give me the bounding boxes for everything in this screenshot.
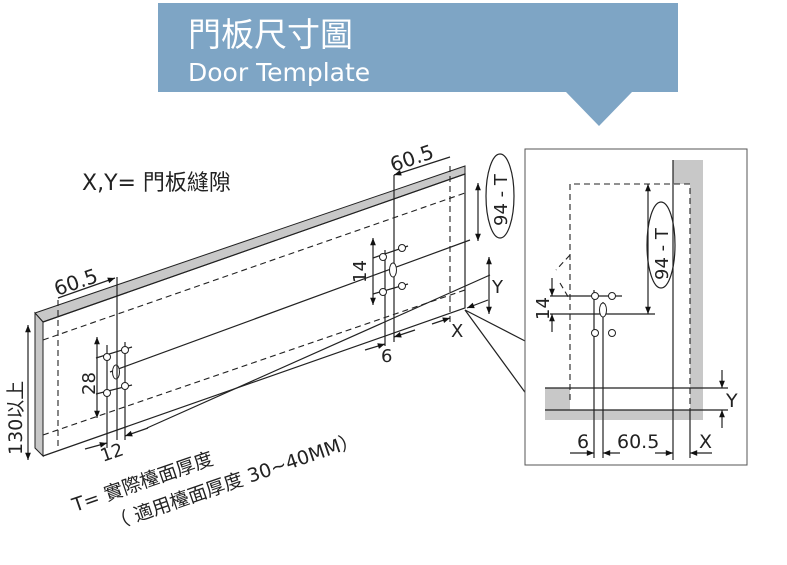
detail-view bbox=[524, 148, 748, 466]
detail-dim-gap-x: X bbox=[699, 431, 712, 453]
dim-gap-y: Y bbox=[491, 277, 504, 298]
dim-hole-v-right: 14 bbox=[350, 260, 371, 283]
banner-title-en: Door Template bbox=[188, 58, 370, 87]
door-board-drawing bbox=[25, 153, 528, 460]
banner-title-zh: 門板尺寸圖 bbox=[188, 15, 353, 54]
dim-top-distance: 94 - T bbox=[491, 173, 512, 226]
xy-gap-note: X,Y= 門板縫隙 bbox=[82, 171, 231, 196]
dim-hole-spacing-h: 12 bbox=[98, 439, 126, 466]
dim-gap-x: X bbox=[451, 321, 463, 342]
detail-dim-gap-y: Y bbox=[725, 390, 738, 412]
detail-dim-top-distance: 94 - T bbox=[652, 227, 673, 280]
detail-dim-offset-small: 6 bbox=[577, 431, 589, 453]
dim-hole-h-right: 6 bbox=[381, 346, 392, 367]
title-banner: 門板尺寸圖 Door Template bbox=[158, 3, 678, 126]
dim-height-min: 130以上 bbox=[5, 381, 27, 455]
dim-hole-spacing-v: 28 bbox=[79, 372, 100, 395]
detail-dim-offset-main: 60.5 bbox=[617, 431, 659, 453]
detail-dim-hole-v: 14 bbox=[533, 297, 554, 320]
dim-right-offset: 60.5 bbox=[387, 140, 437, 177]
